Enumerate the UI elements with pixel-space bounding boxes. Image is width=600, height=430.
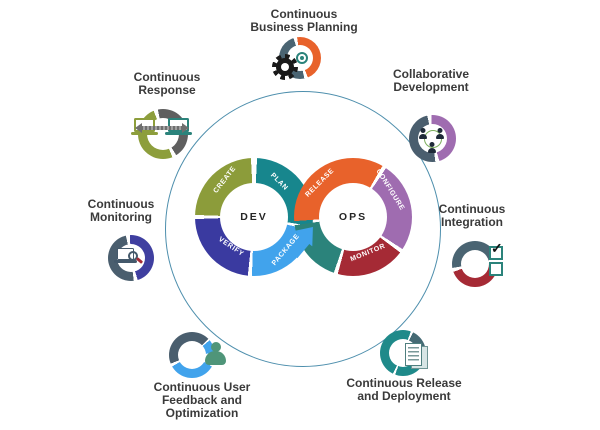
node-label-business-planning: Continuous Business Planning (250, 7, 358, 34)
checkbox-checked-icon (489, 246, 503, 260)
node-label-monitoring: Continuous Monitoring (87, 197, 155, 224)
node-label-collaborative-development: Collaborative Development (392, 67, 470, 94)
ops-label: OPS (338, 211, 368, 223)
checkmark-icon: ✓ (491, 240, 503, 256)
dev-label: DEV (240, 211, 268, 223)
laptop-base (114, 260, 137, 263)
sync-arrow-icon (141, 126, 183, 130)
magnifier-icon (128, 251, 138, 261)
mini-person-icon (419, 128, 427, 139)
person-icon (211, 342, 221, 352)
node-label-release-deployment: Continuous Release and Deployment (346, 376, 462, 403)
laptop-right-base (165, 132, 192, 135)
node-label-continuous-integration: Continuous Integration (438, 202, 506, 229)
laptop-left-base (131, 132, 158, 135)
document-icon (405, 343, 422, 366)
person-body-icon (205, 351, 226, 365)
dev-hub: DEV (220, 183, 288, 251)
mini-person-icon (436, 128, 444, 139)
sync-arrow-left-head (135, 123, 142, 133)
orbit-circle (165, 91, 441, 367)
sync-arrow-right-head (182, 123, 189, 133)
small-gear-icon (296, 52, 308, 64)
gear-icon (272, 54, 298, 80)
ops-hub: OPS (319, 183, 387, 251)
node-label-response: Continuous Response (133, 70, 201, 97)
mini-person-icon (428, 142, 436, 153)
checkbox-empty-icon (489, 262, 503, 276)
node-label-user-feedback: Continuous User Feedback and Optimizatio… (153, 380, 251, 420)
